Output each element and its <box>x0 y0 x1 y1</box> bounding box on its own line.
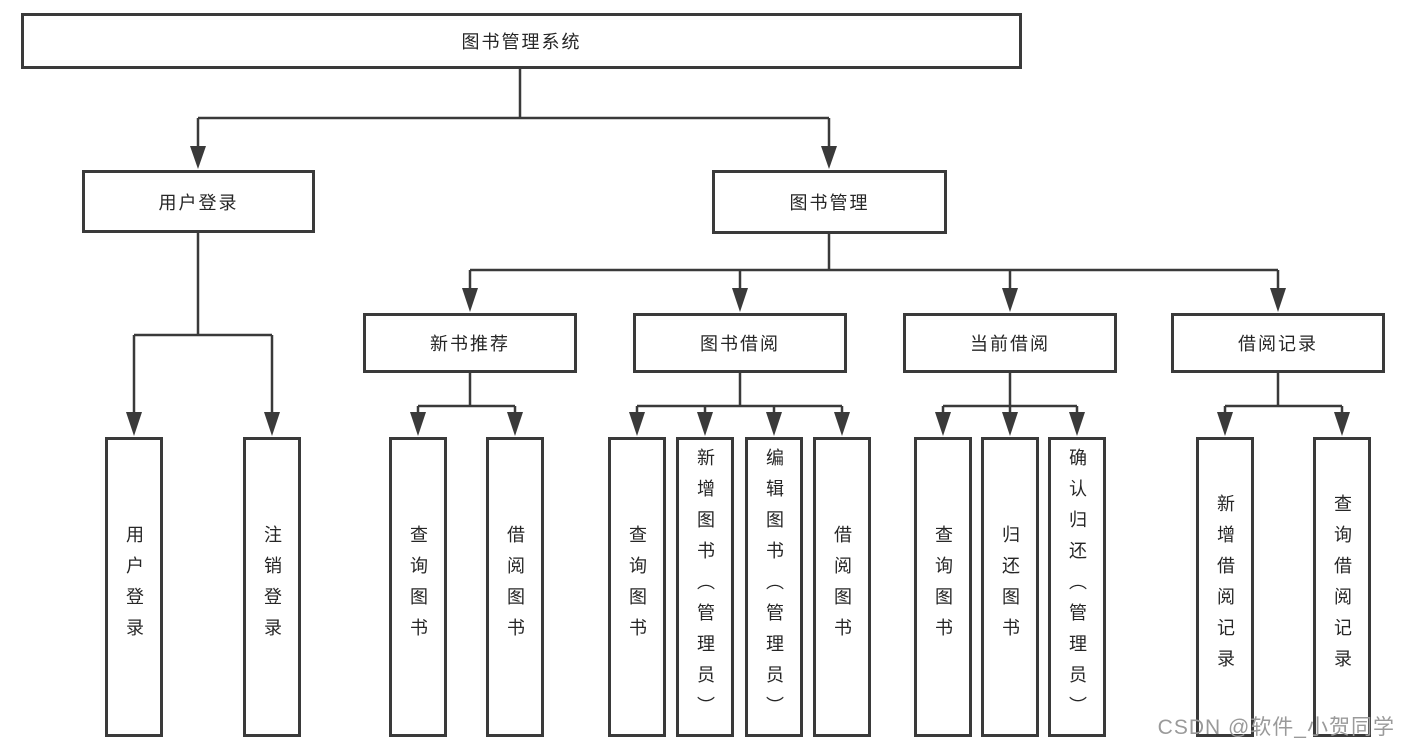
leaf-nb-borrow-books: 借阅图书 <box>486 437 544 737</box>
leaf-bb-borrow-books-label: 借阅图书 <box>832 525 852 649</box>
node-book-borrow: 图书借阅 <box>633 313 847 373</box>
leaf-br-query-record: 查询借阅记录 <box>1313 437 1371 737</box>
node-book-borrow-label: 图书借阅 <box>700 334 780 354</box>
leaf-bb-query-books-label: 查询图书 <box>627 525 647 649</box>
node-new-book-recommend: 新书推荐 <box>363 313 577 373</box>
node-borrow-records-label: 借阅记录 <box>1238 334 1318 354</box>
leaf-nb-query-books: 查询图书 <box>389 437 447 737</box>
leaf-bb-add-books-admin: 新增图书（管理员） <box>676 437 734 737</box>
leaf-logout-label: 注销登录 <box>262 525 282 649</box>
leaf-user-login-label: 用户登录 <box>124 525 144 649</box>
leaf-br-query-record-label: 查询借阅记录 <box>1332 494 1352 680</box>
leaf-user-login: 用户登录 <box>105 437 163 737</box>
leaf-cb-confirm-return-admin: 确认归还（管理员） <box>1048 437 1106 737</box>
leaf-br-add-record: 新增借阅记录 <box>1196 437 1254 737</box>
node-book-management-label: 图书管理 <box>789 193 870 213</box>
leaf-bb-add-books-admin-label: 新增图书（管理员） <box>695 447 715 727</box>
leaf-bb-edit-books-admin-label: 编辑图书（管理员） <box>764 447 784 727</box>
leaf-cb-return-books: 归还图书 <box>981 437 1039 737</box>
node-root-label: 图书管理系统 <box>461 32 582 52</box>
leaf-cb-confirm-return-admin-label: 确认归还（管理员） <box>1067 447 1087 727</box>
watermark-text: CSDN @软件_小贺同学 <box>1157 716 1395 739</box>
leaf-nb-borrow-books-label: 借阅图书 <box>505 525 525 649</box>
leaf-nb-query-books-label: 查询图书 <box>408 525 428 649</box>
connector-new-book-recommend <box>410 373 523 436</box>
node-user-login-label: 用户登录 <box>158 192 239 213</box>
leaf-br-add-record-label: 新增借阅记录 <box>1215 494 1235 680</box>
node-borrow-records: 借阅记录 <box>1171 313 1385 373</box>
node-new-book-recommend-label: 新书推荐 <box>430 334 510 354</box>
leaf-cb-return-books-label: 归还图书 <box>1000 525 1020 649</box>
node-current-borrow-label: 当前借阅 <box>970 334 1050 354</box>
leaf-logout: 注销登录 <box>243 437 301 737</box>
leaf-cb-query-books-label: 查询图书 <box>933 525 953 649</box>
connector-book-management <box>462 234 1286 312</box>
node-book-management: 图书管理 <box>712 170 947 234</box>
connector-current-borrow <box>935 373 1085 436</box>
node-current-borrow: 当前借阅 <box>903 313 1117 373</box>
leaf-bb-edit-books-admin: 编辑图书（管理员） <box>745 437 803 737</box>
leaf-bb-query-books: 查询图书 <box>608 437 666 737</box>
connector-root <box>190 69 837 169</box>
leaf-bb-borrow-books: 借阅图书 <box>813 437 871 737</box>
node-user-login: 用户登录 <box>82 170 315 233</box>
connector-user-login <box>126 233 280 436</box>
connector-book-borrow <box>629 373 850 436</box>
connector-borrow-records <box>1217 373 1350 436</box>
node-root: 图书管理系统 <box>21 13 1022 69</box>
leaf-cb-query-books: 查询图书 <box>914 437 972 737</box>
